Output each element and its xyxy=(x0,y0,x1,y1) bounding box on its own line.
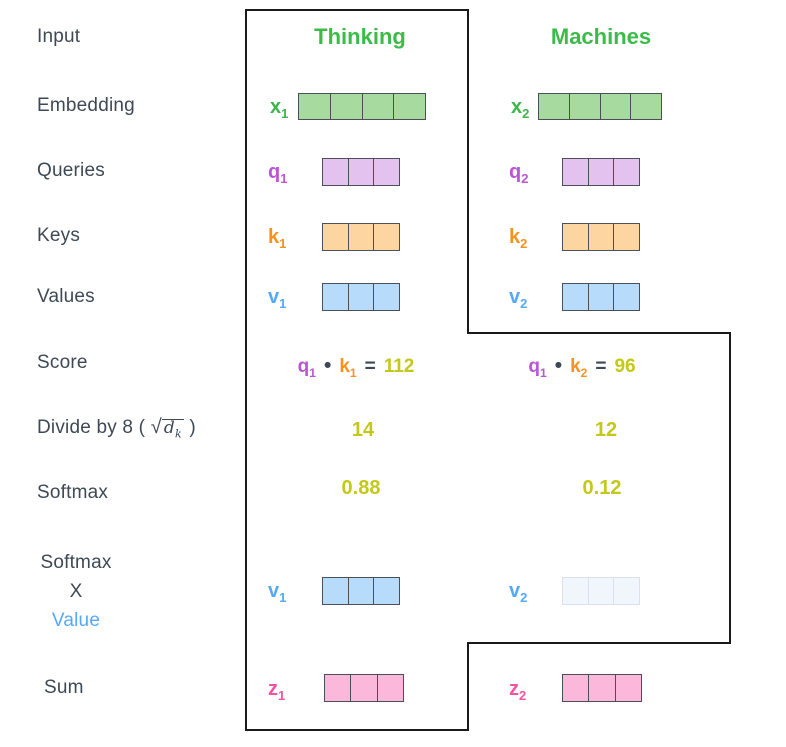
vector-cell xyxy=(323,159,349,185)
row-label-queries: Queries xyxy=(37,160,105,181)
vector-cell xyxy=(351,675,378,701)
value-vector-v1 xyxy=(322,283,400,311)
vector-cell xyxy=(374,159,399,185)
softmax-value-left: 0.88 xyxy=(341,477,381,499)
score-equation-right: q1 • k2 = 96 xyxy=(524,354,639,380)
softmax-value-right: 0.12 xyxy=(582,477,622,499)
value-vector-v2 xyxy=(562,283,640,311)
score-equation-left: q1 • k1 = 112 xyxy=(294,354,419,380)
score-right-k: k2 xyxy=(570,356,588,380)
row-label-values: Values xyxy=(37,286,95,307)
query-vector-q1 xyxy=(322,158,400,186)
vector-cell xyxy=(614,284,639,310)
vector-cell xyxy=(614,224,639,250)
vector-cell xyxy=(589,159,615,185)
softmax-x-value-line3: Value xyxy=(51,610,101,631)
score-left-value: 112 xyxy=(383,356,415,377)
row-label-softmax: Softmax xyxy=(37,482,109,503)
vector-cell xyxy=(299,94,331,119)
vector-label-q2: q2 xyxy=(509,161,529,186)
vector-cell xyxy=(563,284,589,310)
vector-cell xyxy=(323,284,349,310)
divide-value-right: 12 xyxy=(594,419,618,441)
vector-cell xyxy=(570,94,601,119)
vector-label-v1: v1 xyxy=(268,286,287,311)
row-label-keys: Keys xyxy=(37,225,81,246)
vector-cell xyxy=(363,94,395,119)
vector-cell xyxy=(374,284,399,310)
output-vector-z2 xyxy=(562,674,642,702)
softmax-x-value-line2: X xyxy=(69,581,83,602)
vector-cell xyxy=(349,284,375,310)
vector-cell xyxy=(563,578,589,604)
vector-cell xyxy=(323,578,349,604)
embedding-vector-x1 xyxy=(298,93,426,120)
vector-cell xyxy=(539,94,570,119)
embedding-vector-x2 xyxy=(538,93,662,120)
key-vector-k2 xyxy=(562,223,640,251)
vector-cell xyxy=(614,159,639,185)
vector-cell xyxy=(563,675,590,701)
divide-prefix: Divide by 8 ( xyxy=(37,417,146,438)
vector-cell xyxy=(614,578,639,604)
output-vector-z1 xyxy=(324,674,404,702)
vector-cell xyxy=(563,159,589,185)
vector-label-x2: x2 xyxy=(511,96,530,121)
vector-label-z1: z1 xyxy=(268,678,286,703)
softmax-x-value-line1: Softmax xyxy=(40,552,112,573)
vector-cell xyxy=(349,578,375,604)
row-label-embedding: Embedding xyxy=(37,95,135,116)
vector-cell xyxy=(394,94,425,119)
dot-product-icon: • xyxy=(323,354,332,377)
vector-cell xyxy=(616,675,641,701)
vector-cell xyxy=(323,224,349,250)
score-left-q: q1 xyxy=(297,356,316,380)
vector-cell xyxy=(349,159,375,185)
row-label-input: Input xyxy=(37,26,81,47)
dot-product-icon: • xyxy=(554,354,563,377)
row-label-softmax-x-value: Softmax X Value xyxy=(30,548,122,635)
vector-cell xyxy=(374,224,399,250)
vector-cell xyxy=(374,578,399,604)
weighted-value-vector-v1 xyxy=(322,577,400,605)
query-vector-q2 xyxy=(562,158,640,186)
vector-cell xyxy=(589,675,616,701)
vector-label-k2: k2 xyxy=(509,226,528,251)
vector-cell xyxy=(589,284,615,310)
row-label-divide: Divide by 8 ( √dk ) xyxy=(37,416,196,440)
vector-cell xyxy=(325,675,352,701)
vector-cell xyxy=(349,224,375,250)
vector-label-x1: x1 xyxy=(270,96,289,121)
row-label-score: Score xyxy=(37,352,88,373)
row-label-sum: Sum xyxy=(44,677,84,698)
vector-label-q1: q1 xyxy=(268,161,288,186)
vector-label-k1: k1 xyxy=(268,226,287,251)
vector-cell xyxy=(331,94,363,119)
sqrt-dk-math: √dk xyxy=(151,416,184,440)
vector-cell xyxy=(563,224,589,250)
divide-value-left: 14 xyxy=(351,419,375,441)
vector-cell xyxy=(589,224,615,250)
vector-label-v1-weighted: v1 xyxy=(268,580,287,605)
score-right-equals: = xyxy=(595,356,607,377)
score-left-equals: = xyxy=(364,356,376,377)
score-right-value: 96 xyxy=(614,356,636,377)
radical-sign: √ xyxy=(150,416,162,438)
column-header-thinking: Thinking xyxy=(314,24,406,49)
weighted-value-vector-v2-faded xyxy=(562,577,640,605)
vector-label-v2-weighted: v2 xyxy=(509,580,528,605)
vector-cell xyxy=(589,578,615,604)
score-right-q: q1 xyxy=(528,356,547,380)
dk-symbol: dk xyxy=(161,418,184,441)
key-vector-k1 xyxy=(322,223,400,251)
vector-cell xyxy=(601,94,632,119)
vector-cell xyxy=(631,94,661,119)
vector-label-v2: v2 xyxy=(509,286,528,311)
vector-label-z2: z2 xyxy=(509,678,527,703)
score-left-k: k1 xyxy=(339,356,357,380)
column-header-machines: Machines xyxy=(550,24,652,49)
divide-suffix: ) xyxy=(189,417,196,438)
vector-cell xyxy=(378,675,403,701)
